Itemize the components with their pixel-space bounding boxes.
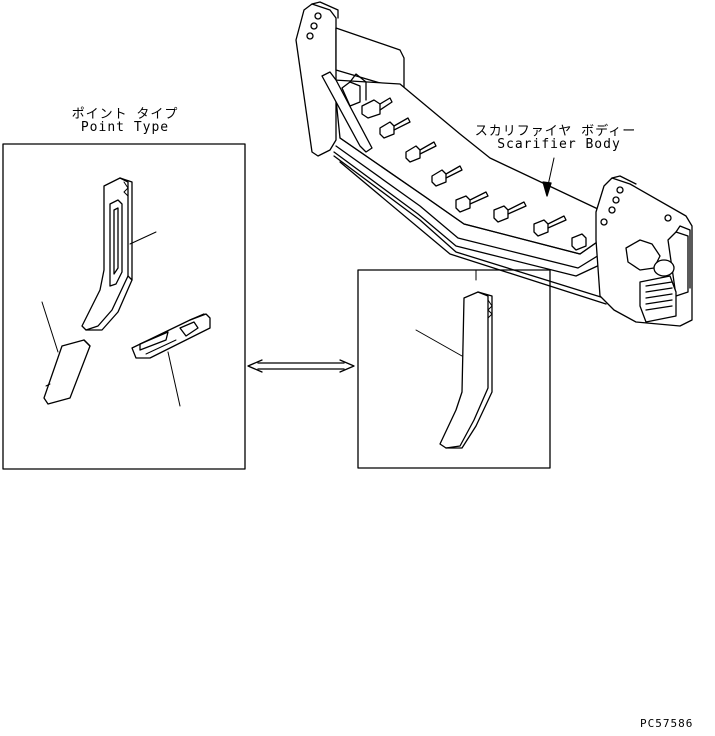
point-type-label-jp: ポイント タイプ bbox=[71, 107, 179, 122]
scarifier-body bbox=[295, 1, 693, 327]
plain-shank bbox=[439, 291, 493, 449]
scarifier-body-label-en: Scarifier Body bbox=[497, 137, 621, 152]
tip-leader-line bbox=[41, 301, 59, 353]
shank-pockets bbox=[361, 97, 587, 251]
drawing-code: PC57586 bbox=[640, 717, 694, 730]
body-leader-arrow bbox=[542, 157, 555, 197]
adapter-leader-line bbox=[167, 351, 181, 407]
plain-shank-leader-line bbox=[415, 329, 463, 357]
shank-type-box bbox=[357, 269, 551, 469]
point-type-box bbox=[2, 143, 246, 470]
interchange-arrow bbox=[247, 359, 355, 373]
shank-leader-line bbox=[129, 231, 157, 245]
scarifier-body-label-jp: スカリファイヤ ボディー bbox=[474, 124, 637, 139]
point-type-shank bbox=[81, 177, 133, 331]
adapter bbox=[131, 313, 211, 359]
point-tip bbox=[43, 339, 91, 405]
point-type-label-en: Point Type bbox=[80, 120, 170, 135]
